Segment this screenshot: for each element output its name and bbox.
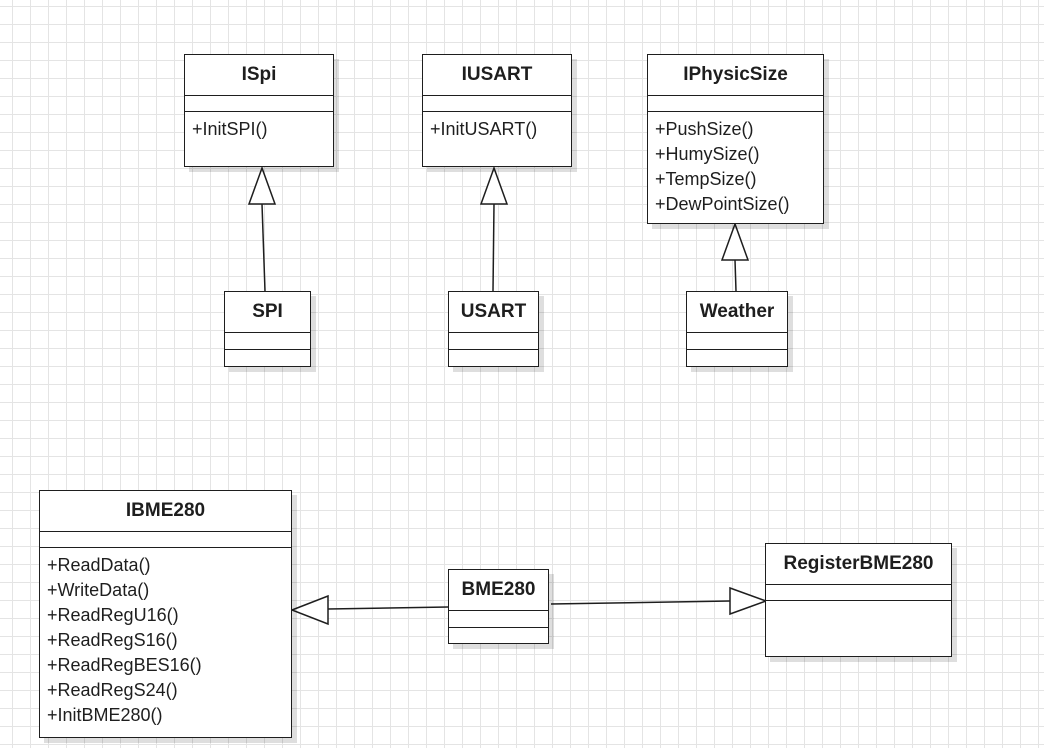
attributes-compartment — [40, 532, 291, 548]
class-name: RegisterBME280 — [766, 544, 951, 585]
attributes-compartment — [648, 96, 823, 112]
edge-usart-to-iusart[interactable] — [492, 203, 495, 292]
class-iusart[interactable]: IUSART +InitUSART() — [422, 54, 572, 167]
class-name: Weather — [687, 292, 787, 333]
class-name: IBME280 — [40, 491, 291, 532]
operations-compartment: +PushSize() +HumySize() +TempSize() +Dew… — [648, 112, 823, 217]
operations-compartment: +ReadData() +WriteData() +ReadRegU16() +… — [40, 548, 291, 728]
attributes-compartment — [423, 96, 571, 112]
operation: +DewPointSize() — [655, 194, 790, 214]
class-weather[interactable]: Weather — [686, 291, 788, 367]
inheritance-arrowhead-ibme280 — [289, 594, 329, 626]
operation: +WriteData() — [47, 580, 150, 600]
class-usart[interactable]: USART — [448, 291, 539, 367]
operation: +ReadRegS16() — [47, 630, 178, 650]
operation: +ReadRegBES16() — [47, 655, 202, 675]
operation: +HumySize() — [655, 144, 760, 164]
operation: +ReadData() — [47, 555, 151, 575]
class-name: IPhysicSize — [648, 55, 823, 96]
class-name: BME280 — [449, 570, 548, 611]
attributes-compartment — [185, 96, 333, 112]
class-name: SPI — [225, 292, 310, 333]
operation: +ReadRegU16() — [47, 605, 179, 625]
operation: +TempSize() — [655, 169, 757, 189]
inheritance-arrowhead-iphysicsize — [720, 221, 750, 261]
attributes-compartment — [687, 333, 787, 350]
operation: +ReadRegS24() — [47, 680, 178, 700]
class-name: USART — [449, 292, 538, 333]
edge-spi-to-ispi[interactable] — [261, 203, 266, 292]
operation: +InitUSART() — [430, 119, 538, 139]
class-name: IUSART — [423, 55, 571, 96]
edge-bme280-to-registerbme280[interactable] — [550, 600, 731, 605]
class-spi[interactable]: SPI — [224, 291, 311, 367]
attributes-compartment — [766, 585, 951, 601]
class-iphysicsize[interactable]: IPhysicSize +PushSize() +HumySize() +Tem… — [647, 54, 824, 224]
inheritance-arrowhead-ispi — [247, 165, 277, 205]
attributes-compartment — [449, 611, 548, 628]
inheritance-arrowhead-registerbme280 — [729, 586, 769, 616]
edge-bme280-to-ibme280[interactable] — [327, 606, 449, 610]
class-ispi[interactable]: ISpi +InitSPI() — [184, 54, 334, 167]
class-ibme280[interactable]: IBME280 +ReadData() +WriteData() +ReadRe… — [39, 490, 292, 738]
operations-compartment: +InitUSART() — [423, 112, 571, 142]
class-name: ISpi — [185, 55, 333, 96]
inheritance-arrowhead-iusart — [479, 165, 509, 205]
edge-weather-to-iphysicsize[interactable] — [734, 259, 737, 292]
attributes-compartment — [449, 333, 538, 350]
operation: +InitSPI() — [192, 119, 268, 139]
attributes-compartment — [225, 333, 310, 350]
operations-compartment: +InitSPI() — [185, 112, 333, 142]
operation: +PushSize() — [655, 119, 754, 139]
class-registerbme280[interactable]: RegisterBME280 — [765, 543, 952, 657]
operation: +InitBME280() — [47, 705, 163, 725]
class-bme280[interactable]: BME280 — [448, 569, 549, 644]
